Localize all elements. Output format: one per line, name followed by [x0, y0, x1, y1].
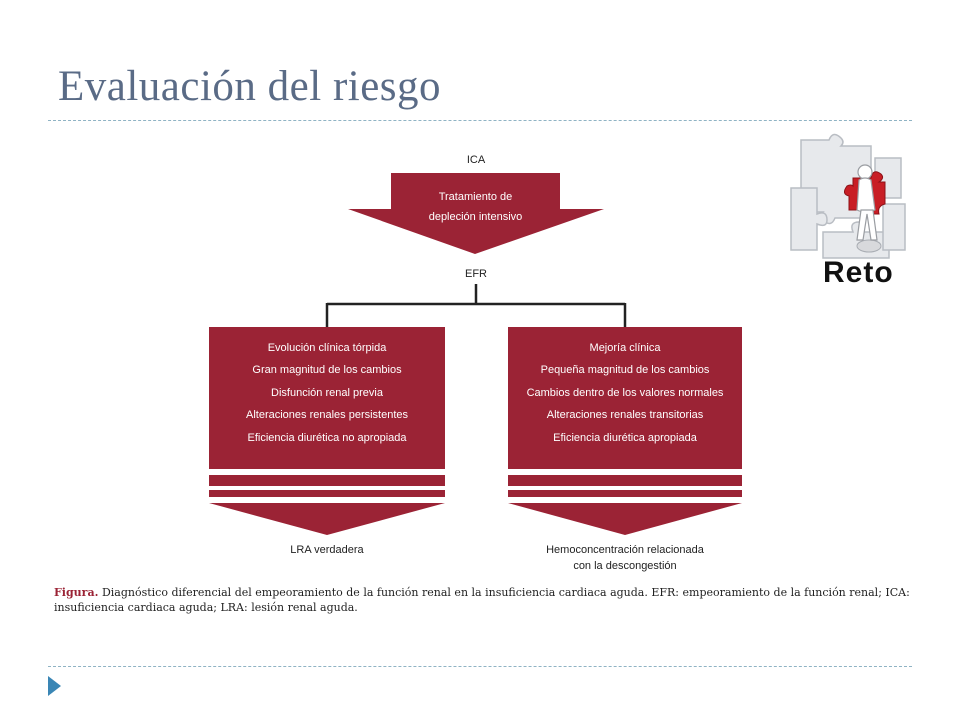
caption-text: Diagnóstico diferencial del empeoramient… [54, 586, 910, 614]
top-label: ICA [466, 154, 486, 166]
left-stripe-2 [209, 490, 445, 497]
top-arrow-shape [348, 173, 604, 254]
left-box-line: Evolución clínica tórpida [267, 342, 387, 354]
right-box-line: Mejoría clínica [589, 342, 661, 354]
caption-label: Figura. [54, 586, 99, 599]
left-stripe-1 [209, 475, 445, 486]
left-outcome: LRA verdadera [290, 544, 364, 556]
footer-divider [48, 666, 912, 667]
middle-label: EFR [465, 268, 487, 280]
title-divider [48, 120, 912, 121]
puzzle-figure-icon [790, 133, 906, 259]
right-box-shape [508, 327, 742, 469]
figure-caption: Figura. Diagnóstico diferencial del empe… [54, 585, 914, 615]
play-arrow-icon[interactable] [48, 676, 61, 696]
top-box-line-2: depleción intensivo [428, 211, 523, 223]
right-outcome-line-1: Hemoconcentración relacionada [546, 544, 704, 556]
right-box-line: Alteraciones renales transitorias [546, 409, 704, 421]
left-box-line: Eficiencia diurética no apropiada [247, 432, 407, 444]
right-box-line: Pequeña magnitud de los cambios [540, 364, 710, 376]
right-arrow-shape [508, 503, 742, 535]
left-box-shape [209, 327, 445, 469]
left-box-line: Alteraciones renales persistentes [245, 409, 409, 421]
right-box-line: Eficiencia diurética apropiada [553, 432, 697, 444]
right-stripe-1 [508, 475, 742, 486]
reto-label: Reto [823, 256, 894, 289]
left-box-line: Gran magnitud de los cambios [252, 364, 402, 376]
right-stripe-2 [508, 490, 742, 497]
slide-title: Evaluación del riesgo [58, 63, 442, 110]
right-box-line: Cambios dentro de los valores normales [526, 387, 724, 399]
left-arrow-shape [209, 503, 445, 535]
right-outcome-line-2: con la descongestión [573, 560, 677, 572]
top-box-line-1: Tratamiento de [438, 191, 513, 203]
left-box-line: Disfunción renal previa [271, 387, 383, 399]
